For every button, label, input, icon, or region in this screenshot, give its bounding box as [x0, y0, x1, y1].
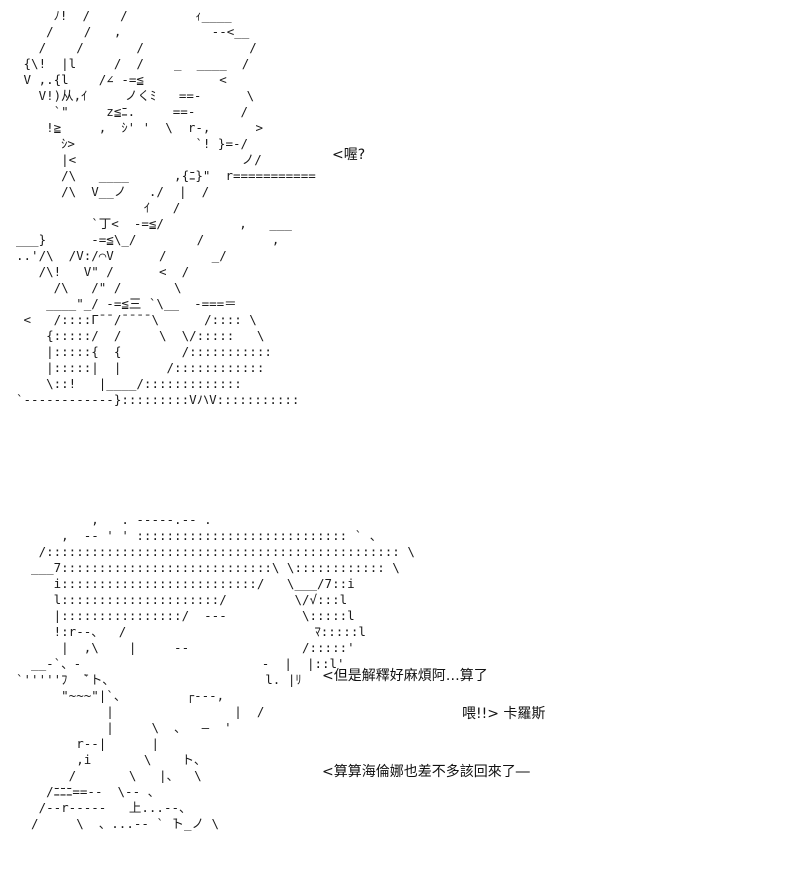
ascii-art-top-figure: ﾉ! / / ｨ____ / / , --<__ / / / / {\! |l … [16, 8, 316, 407]
speech-line-4: <算算海倫娜也差不多該回來了― [322, 764, 530, 780]
ascii-art-bottom-figure: , . -----.-- . , -- ' ' ::::::::::::::::… [16, 512, 415, 831]
speech-line-3: 喂!!> 卡羅斯 [462, 706, 546, 722]
speech-line-2: <但是解釋好麻煩阿…算了 [322, 668, 488, 684]
speech-line-1: <喔? [332, 147, 366, 163]
